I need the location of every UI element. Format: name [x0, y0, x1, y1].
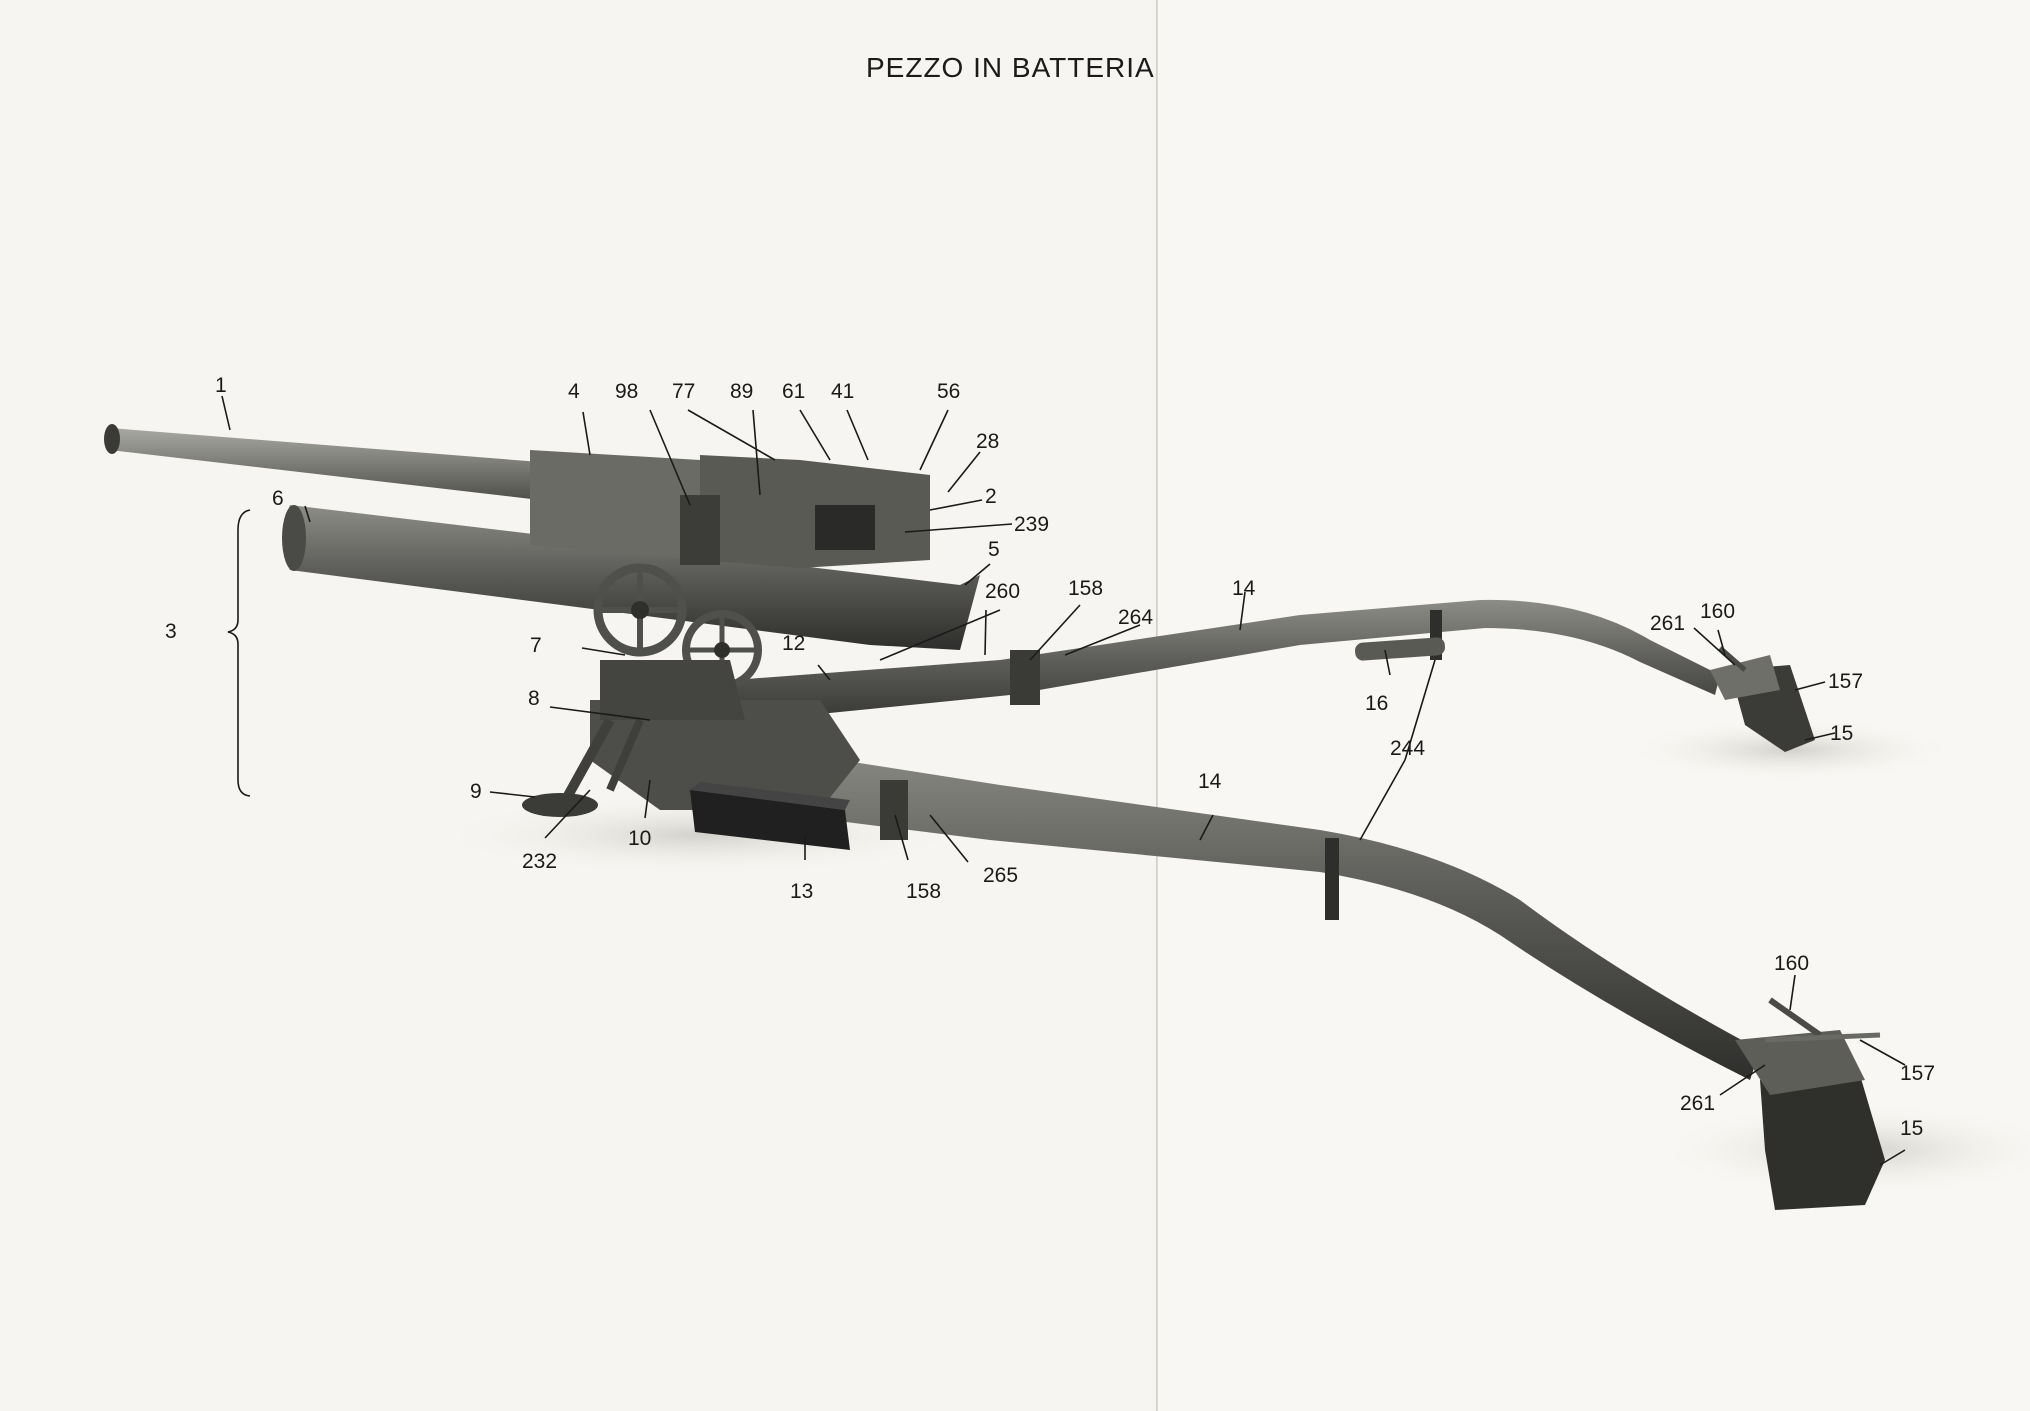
label-2: 2	[985, 485, 997, 508]
label-10: 10	[628, 827, 651, 850]
label-13: 13	[790, 880, 813, 903]
page-fold	[1156, 0, 1158, 1411]
label-6: 6	[272, 487, 284, 510]
lower-trail-strap	[1325, 838, 1339, 920]
label-7: 7	[530, 634, 542, 657]
label-15-upper: 15	[1830, 722, 1853, 745]
ammo-box-top	[690, 782, 850, 810]
label-3: 3	[165, 620, 177, 643]
base-plate	[522, 793, 598, 817]
diagram-title: PEZZO IN BATTERIA	[866, 52, 1155, 83]
muzzle	[104, 424, 120, 454]
label-232: 232	[522, 850, 557, 873]
label-56: 56	[937, 380, 960, 403]
breech-opening	[815, 505, 875, 550]
label-157-lower: 157	[1900, 1062, 1935, 1085]
label-89: 89	[730, 380, 753, 403]
label-158-upper: 158	[1068, 577, 1103, 600]
leader-lines	[221, 395, 1906, 1166]
barrel	[110, 428, 540, 500]
lower-handspike	[1768, 997, 1822, 1038]
label-14-lower: 14	[1198, 770, 1222, 793]
callout-labels: 1 4 98 77 89 61 41 56 28 2 239 5 6 3 260…	[165, 374, 1935, 1140]
label-98: 98	[615, 380, 638, 403]
label-41: 41	[831, 380, 854, 403]
rammer-tube	[1355, 637, 1445, 661]
label-16: 16	[1365, 692, 1388, 715]
label-5: 5	[988, 538, 1000, 561]
label-264: 264	[1118, 606, 1153, 629]
label-157-upper: 157	[1828, 670, 1863, 693]
lower-trail-spade-bracket	[1735, 1030, 1865, 1095]
front-leg-2	[606, 718, 644, 792]
label-28: 28	[976, 430, 999, 453]
label-265: 265	[983, 864, 1018, 887]
lower-trail	[670, 735, 1760, 1080]
label-1: 1	[215, 374, 227, 397]
label-260: 260	[985, 580, 1020, 603]
label-239: 239	[1014, 513, 1049, 536]
mount-column	[600, 660, 745, 720]
label-9: 9	[470, 780, 482, 803]
lower-handspike-bar	[1764, 1032, 1881, 1043]
upper-trail	[600, 599, 1720, 735]
label-4: 4	[568, 380, 580, 403]
label-261-lower: 261	[1680, 1092, 1715, 1115]
label-244: 244	[1390, 737, 1425, 760]
cradle	[282, 505, 980, 650]
sight-bracket	[680, 495, 720, 565]
cradle-front	[282, 505, 306, 571]
trail-junction	[590, 700, 860, 810]
label-261-upper: 261	[1650, 612, 1685, 635]
lower-trail-clamp	[880, 780, 908, 840]
ammo-box	[690, 790, 850, 850]
label-14-upper: 14	[1232, 577, 1256, 600]
label-8: 8	[528, 687, 540, 710]
label-77: 77	[672, 380, 695, 403]
label-12: 12	[782, 632, 805, 655]
upper-trail-spade-fitting	[1710, 655, 1780, 700]
label-160-upper: 160	[1700, 600, 1735, 623]
lower-trail-spade	[1760, 1075, 1885, 1210]
left-page	[0, 0, 1156, 1411]
label-15-lower: 15	[1900, 1117, 1923, 1140]
label-61: 61	[782, 380, 805, 403]
barrel-jacket	[530, 450, 700, 560]
label-160-lower: 160	[1774, 952, 1809, 975]
label-158-lower: 158	[906, 880, 941, 903]
elevation-handwheel	[593, 563, 687, 657]
upper-trail-clamp	[1010, 650, 1040, 705]
